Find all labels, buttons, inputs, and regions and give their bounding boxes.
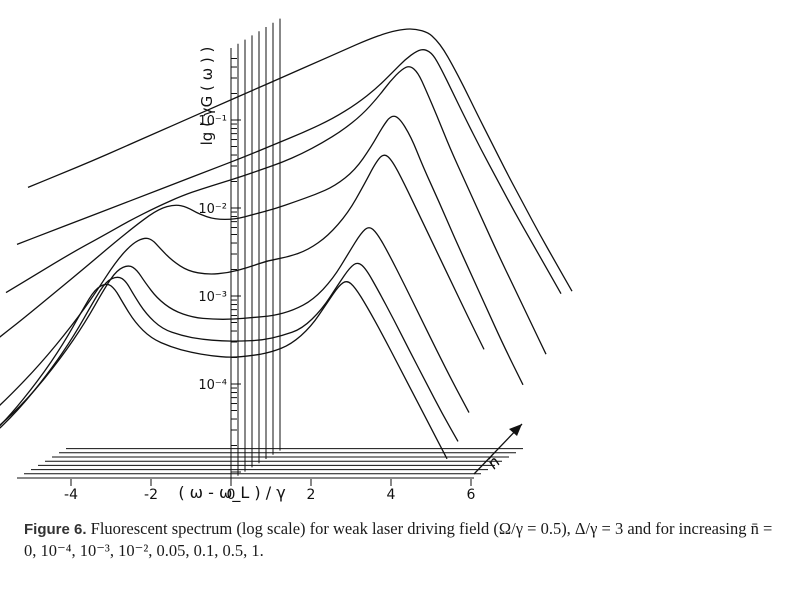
spectrum-curve xyxy=(16,49,562,295)
y-axis-label: lg ( γG ( ω ) ) xyxy=(198,47,216,146)
y-tick-label: 10⁻¹ xyxy=(198,114,227,129)
spectrum-curve xyxy=(0,115,524,386)
x-tick-label: 0 xyxy=(227,487,236,503)
caption-text: Fluorescent spectrum (log scale) for wea… xyxy=(24,519,773,560)
x-tick-label: 2 xyxy=(307,487,316,503)
caption-label: Figure 6. xyxy=(24,521,87,538)
depth-axis-arrowhead xyxy=(509,424,522,436)
x-tick-label: -4 xyxy=(64,487,78,503)
spectrum-curve xyxy=(5,66,547,355)
depth-floor-lines xyxy=(17,448,523,479)
spectrum-curve xyxy=(0,262,459,442)
y-tick-label: 10⁻² xyxy=(198,202,227,217)
spectrum-curve xyxy=(0,227,470,426)
y-axis: 10⁻¹ 10⁻² 10⁻³ 10⁻⁴ xyxy=(198,57,241,473)
y-tick-label: 10⁻³ xyxy=(198,290,227,305)
spectrum-curve xyxy=(0,281,448,460)
y-axis-title: lg ( γG ( ω ) ) xyxy=(198,47,216,146)
spectrum-curve xyxy=(0,154,485,406)
x-tick-label: -2 xyxy=(144,487,158,503)
spectrum-curve xyxy=(27,28,573,292)
x-tick-label: 6 xyxy=(467,487,476,503)
y-tick-label: 10⁻⁴ xyxy=(198,378,227,393)
x-axis-label: ( ω - ω_L ) / γ xyxy=(178,483,285,503)
x-tick-label: 4 xyxy=(387,487,396,503)
vertical-grid-lines xyxy=(230,18,281,480)
spectrum-curves xyxy=(0,28,573,460)
figure-caption: Figure 6. Fluorescent spectrum (log scal… xyxy=(24,518,784,561)
